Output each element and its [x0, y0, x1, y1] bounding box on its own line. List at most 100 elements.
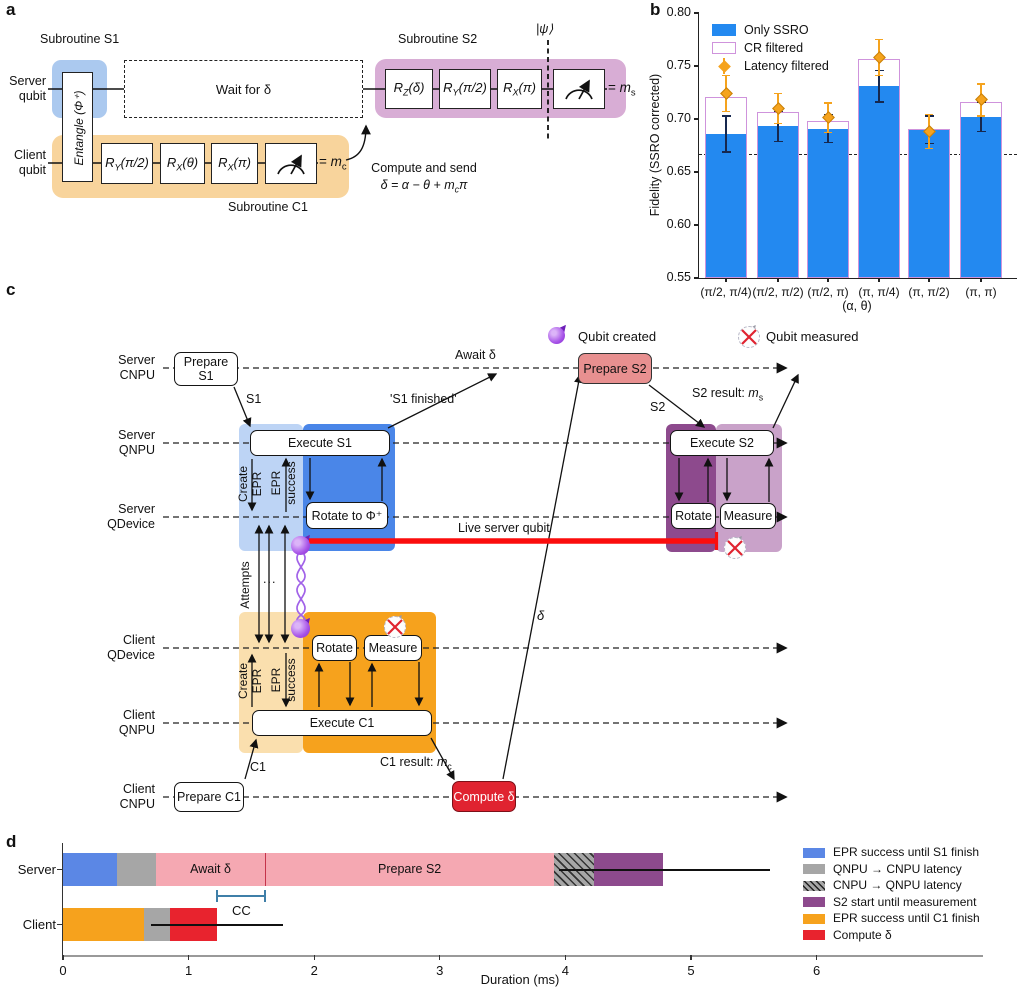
compute-and-send-label: Compute and send δ = α − θ + mcπ: [358, 160, 490, 199]
measurement-gate-server: [553, 69, 605, 109]
x-tick: [928, 278, 930, 282]
x-tick: [827, 278, 829, 282]
duration-error-bar: [559, 868, 771, 871]
legend-swatch: [803, 880, 825, 891]
cc-bracket-tick: [264, 890, 267, 902]
cc-bracket: [217, 895, 266, 897]
live-server-qubit-label: Live server qubit: [458, 521, 550, 535]
x-tick-label: 2: [310, 963, 318, 978]
create-label-server: Create: [236, 465, 250, 503]
x-tick: [439, 955, 441, 960]
legend-label: CNPU → QNPU latency: [833, 878, 962, 892]
segment-qnpu-cnpu-latency: [117, 853, 156, 886]
measurement-gate-client: [265, 143, 317, 184]
legend-row: Only SSRO: [712, 22, 917, 38]
panel-c-tag: c: [6, 280, 16, 299]
rotate-server-box: Rotate: [671, 503, 716, 529]
x-tick: [980, 278, 982, 282]
legend-row: Compute δ: [803, 928, 1024, 943]
subroutine-s1-title: Subroutine S1: [40, 32, 120, 46]
client-qubit-line1: Client: [14, 148, 46, 162]
x-tick: [815, 955, 818, 960]
error-cap: [977, 83, 985, 85]
qubit-created-label: Qubit created: [578, 329, 657, 344]
x-tick: [690, 955, 692, 960]
x-tick: [313, 955, 315, 960]
x-tick: [187, 955, 190, 960]
error-cap: [823, 141, 833, 143]
error-cap: [875, 74, 883, 77]
success-label-server: success: [284, 461, 298, 505]
success-label-client: success: [284, 658, 298, 702]
server-qubit-created-icon: [291, 536, 310, 555]
bar-only-ssro: [705, 133, 747, 278]
error-cap: [875, 38, 883, 41]
server-qubit-line1: Server: [9, 74, 46, 88]
y-tick-label: 0.80: [666, 5, 691, 19]
client-qubit-line2: qubit: [18, 163, 46, 177]
gate-rx-pi-client: RX(π): [211, 143, 258, 184]
mc-output-label: = mc: [319, 154, 347, 173]
gate-rx-theta-client: RX(θ): [160, 143, 205, 184]
legend-label: CR filtered: [744, 41, 804, 55]
x-tick: [725, 278, 727, 282]
error-cap: [721, 151, 731, 153]
error-cap: [976, 131, 986, 133]
y-tick-label: 0.75: [666, 58, 691, 72]
execute-c1-box: Execute C1: [252, 710, 432, 736]
legend-label: EPR success until C1 finish: [833, 911, 980, 925]
b-x-axis-label: (α, θ): [842, 299, 872, 313]
rotate-to-phi-box: Rotate to Φ⁺: [306, 502, 388, 529]
client-qubit-measured-icon: [384, 616, 406, 638]
client-qubit-label: Client qubit: [0, 148, 46, 178]
error-cap: [774, 92, 782, 95]
subroutine-c1-title: Subroutine C1: [228, 200, 308, 214]
legend-swatch: [803, 913, 825, 924]
compute-and-send-line1: Compute and send: [371, 161, 477, 175]
x-tick-label: (π, π/4): [858, 285, 900, 299]
gauge-icon: [565, 79, 593, 100]
create-label-client: Create: [236, 662, 250, 700]
x-tick-label: 3: [436, 963, 444, 978]
segment-divider: [264, 853, 266, 886]
bar-only-ssro: [960, 116, 1002, 278]
prepare-c1-box: Prepare C1: [174, 782, 244, 812]
y-tick: [694, 224, 699, 226]
x-tick: [62, 955, 64, 960]
error-cap: [824, 102, 832, 104]
d-row-label-client: Client: [22, 917, 56, 932]
entangle-gate: Entangle (Φ⁺): [62, 72, 93, 182]
mc-to-wait-arrow: [345, 124, 371, 161]
bar-only-ssro: [807, 128, 849, 278]
row-tick: [57, 868, 63, 871]
error-bar-ssro: [878, 70, 880, 103]
c1-message-label: C1: [250, 760, 266, 774]
attempts-label: Attempts: [238, 561, 252, 609]
bar-cr-filtered-outline: [908, 128, 950, 278]
bar-cr-filtered-outline: [807, 121, 849, 278]
legend-row: CNPU → QNPU latency: [803, 878, 1024, 893]
error-cap: [722, 110, 730, 113]
epr-label-client-2: EPR: [269, 667, 283, 693]
legend-swatch-only-ssro: [712, 24, 736, 36]
epr-label-server-1: EPR: [250, 471, 264, 497]
x-tick: [564, 955, 567, 960]
x-tick: [878, 278, 880, 282]
server-qubit-label: Server qubit: [0, 74, 46, 104]
cc-bracket-tick: [216, 890, 219, 902]
x-tick-label: (π, π): [965, 285, 997, 299]
y-tick: [694, 118, 699, 120]
error-bar-ssro: [980, 102, 982, 132]
s1-message-label: S1: [246, 392, 262, 406]
error-cap: [722, 74, 730, 77]
legend-swatch: [803, 847, 825, 858]
gate-ry-client: RY(π/2): [101, 143, 153, 184]
compute-delta-box: Compute δ: [452, 781, 516, 812]
cc-label: CC: [231, 903, 251, 918]
y-tick-label: 0.65: [666, 164, 691, 178]
